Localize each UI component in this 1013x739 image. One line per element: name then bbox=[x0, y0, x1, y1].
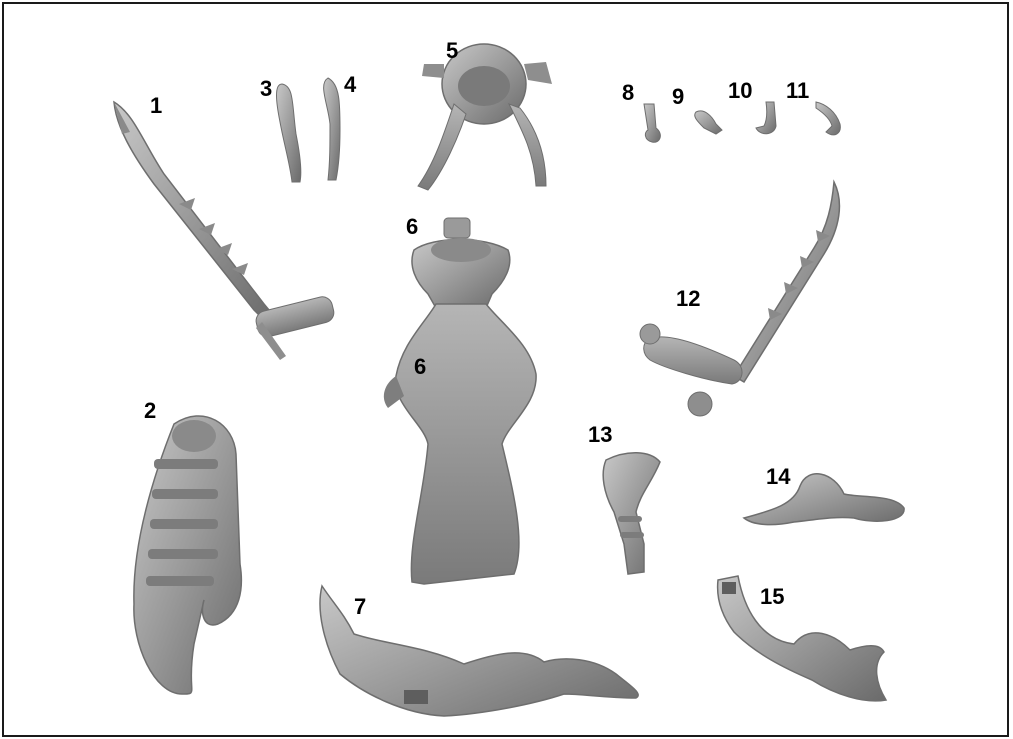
part-7-cloth bbox=[320, 586, 638, 716]
part-12-sword-arm bbox=[640, 182, 839, 416]
part-4-limb bbox=[324, 78, 340, 180]
part-6-central-figure bbox=[384, 218, 536, 584]
part-label-1: 1 bbox=[150, 95, 162, 117]
part-label-15: 15 bbox=[760, 586, 784, 608]
part-label-14: 14 bbox=[766, 466, 790, 488]
part-label-11: 11 bbox=[786, 80, 809, 102]
part-label-8: 8 bbox=[622, 82, 634, 104]
part-label-13: 13 bbox=[588, 424, 612, 446]
part-label-10: 10 bbox=[728, 80, 752, 102]
part-label-5: 5 bbox=[446, 40, 458, 62]
part-label-6-top: 6 bbox=[406, 216, 418, 238]
part-label-4: 4 bbox=[344, 74, 356, 96]
part-8-hook bbox=[644, 104, 660, 142]
part-5-spider-body bbox=[418, 44, 552, 190]
part-label-3: 3 bbox=[260, 78, 272, 100]
part-label-2: 2 bbox=[144, 400, 156, 422]
part-13-leg bbox=[603, 453, 660, 574]
part-label-9: 9 bbox=[672, 86, 684, 108]
part-1-sword-arm bbox=[114, 102, 336, 360]
part-3-limb bbox=[277, 84, 301, 182]
part-label-7: 7 bbox=[354, 596, 366, 618]
part-15-cloth bbox=[718, 576, 886, 701]
part-2-torso-robe bbox=[134, 416, 241, 694]
part-10-hook bbox=[756, 102, 776, 134]
part-label-6-robe: 6 bbox=[414, 356, 426, 378]
part-label-12: 12 bbox=[676, 288, 700, 310]
part-11-hook bbox=[816, 102, 840, 135]
part-9-hook bbox=[695, 111, 722, 134]
